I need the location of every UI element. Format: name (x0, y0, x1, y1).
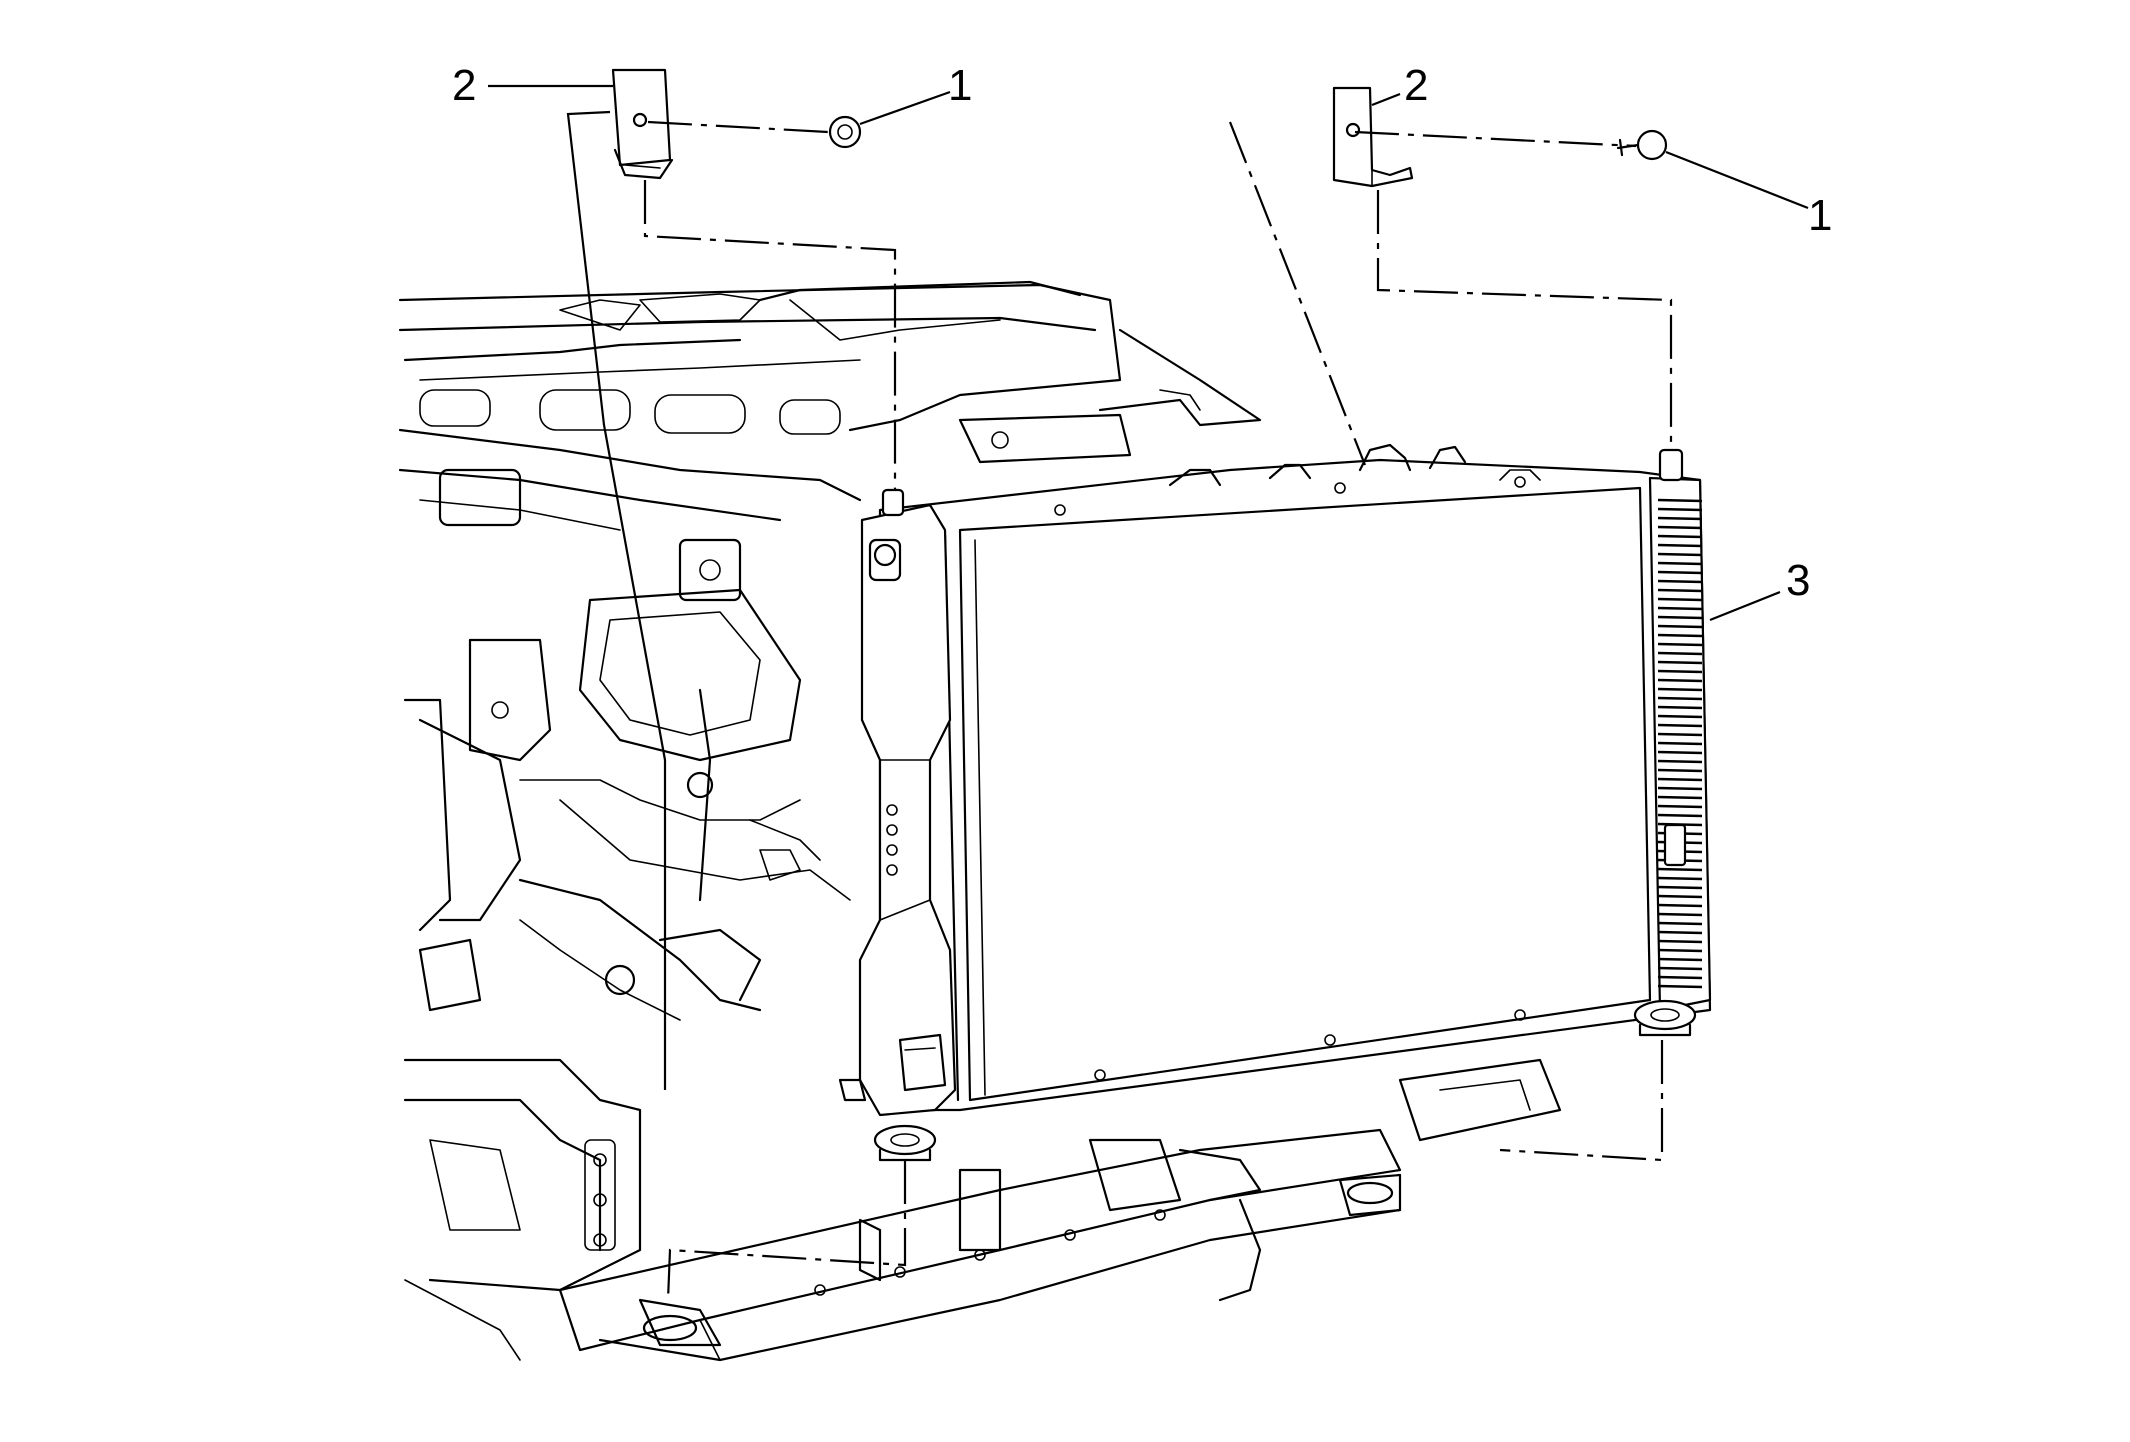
callout-1-nut: 1 (948, 61, 972, 110)
callout-labels: 2 1 2 1 3 (452, 61, 1832, 605)
right-tank-fins (1657, 498, 1703, 989)
left-nut (828, 115, 862, 149)
fin-line (1657, 552, 1703, 557)
fin-line (1657, 678, 1703, 683)
fin-line (1657, 750, 1703, 755)
fin-line (1657, 984, 1703, 989)
left-upper-bracket (611, 68, 674, 180)
fin-line (1657, 903, 1703, 908)
callout-1-bolt: 1 (1808, 191, 1832, 240)
fin-line (1657, 687, 1703, 692)
fin-line (1657, 642, 1703, 647)
fin-line (1657, 912, 1703, 917)
fin-line (1657, 525, 1703, 530)
fin-line (1657, 975, 1703, 980)
fin-line (1657, 921, 1703, 926)
radiator (838, 443, 1712, 1162)
fin-line (1657, 660, 1703, 665)
fin-line (1657, 786, 1703, 791)
fin-line (1657, 795, 1703, 800)
fin-line (1657, 498, 1703, 503)
fin-line (1657, 579, 1703, 584)
fin-line (1657, 507, 1703, 512)
fin-line (1657, 615, 1703, 620)
fin-line (1657, 876, 1703, 881)
fin-line (1657, 930, 1703, 935)
fin-line (1657, 561, 1703, 566)
fin-line (1657, 705, 1703, 710)
fin-line (1657, 813, 1703, 818)
fin-line (1657, 633, 1703, 638)
fin-line (1657, 768, 1703, 773)
fin-line (1657, 777, 1703, 782)
callout-2-left: 2 (452, 61, 476, 110)
fin-line (1657, 516, 1703, 521)
fin-line (1657, 588, 1703, 593)
callout-2-right: 2 (1404, 61, 1428, 110)
leader-lines (488, 84, 1809, 1090)
assembly-lines (643, 120, 1673, 1301)
fin-line (1657, 867, 1703, 872)
right-bolt (1616, 129, 1668, 161)
fin-line (1657, 597, 1703, 602)
fin-line (1657, 534, 1703, 539)
fin-line (1657, 948, 1703, 953)
callout-3-radiator: 3 (1786, 556, 1810, 605)
fin-line (1657, 759, 1703, 764)
fin-line (1657, 606, 1703, 611)
fin-line (1657, 651, 1703, 656)
vehicle-front-structure (398, 280, 1562, 1362)
fin-line (1657, 624, 1703, 629)
fin-line (1657, 957, 1703, 962)
fin-line (1657, 939, 1703, 944)
fin-line (1657, 732, 1703, 737)
fin-line (1657, 804, 1703, 809)
fin-line (1657, 543, 1703, 548)
fin-line (1657, 696, 1703, 701)
fin-line (1657, 669, 1703, 674)
fin-line (1657, 714, 1703, 719)
fin-line (1657, 741, 1703, 746)
fin-line (1657, 894, 1703, 899)
fin-line (1657, 885, 1703, 890)
right-upper-bracket (1332, 86, 1414, 188)
fin-line (1657, 966, 1703, 971)
fin-line (1657, 570, 1703, 575)
fin-line (1657, 723, 1703, 728)
